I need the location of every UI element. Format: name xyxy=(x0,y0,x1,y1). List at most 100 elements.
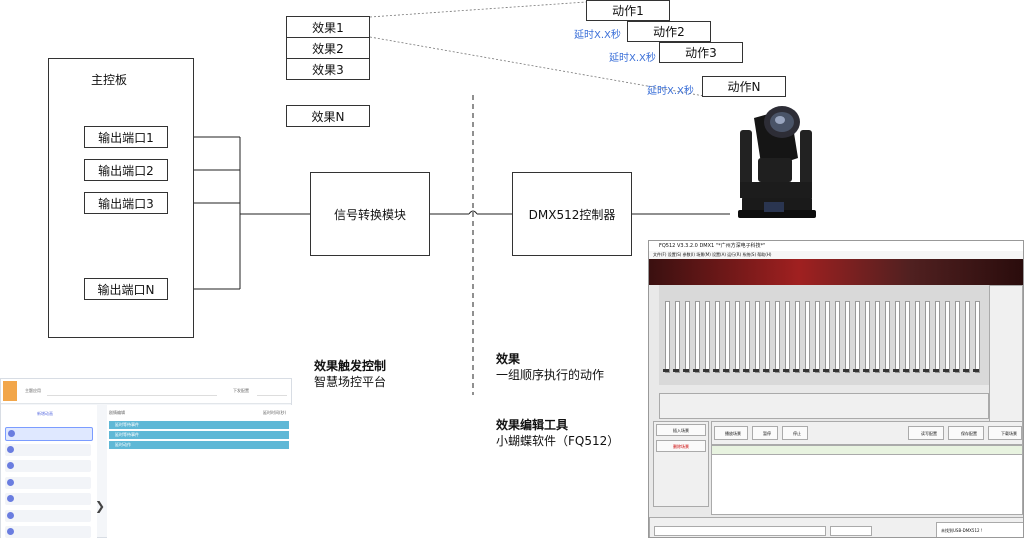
channel-fader[interactable] xyxy=(835,301,840,373)
channel-fader[interactable] xyxy=(915,301,920,373)
fader-knob[interactable] xyxy=(923,369,929,372)
main-board-title: 主控板 xyxy=(91,73,128,87)
channel-fader[interactable] xyxy=(675,301,680,373)
fader-knob[interactable] xyxy=(973,369,979,372)
nav-arrow-icon[interactable]: ❯ xyxy=(95,499,106,513)
fader-knob[interactable] xyxy=(843,369,849,372)
step-item[interactable] xyxy=(5,427,93,441)
channel-fader[interactable] xyxy=(795,301,800,373)
channel-fader[interactable] xyxy=(875,301,880,373)
channel-fader[interactable] xyxy=(865,301,870,373)
channel-fader[interactable] xyxy=(975,301,980,373)
effect-3: 效果3 xyxy=(286,58,370,80)
fader-knob[interactable] xyxy=(813,369,819,372)
channel-fader[interactable] xyxy=(885,301,890,373)
channel-fader[interactable] xyxy=(785,301,790,373)
fader-knob[interactable] xyxy=(713,369,719,372)
fader-knob[interactable] xyxy=(673,369,679,372)
insert-scene-button[interactable]: 插入场景 xyxy=(656,424,706,436)
play-scene-button[interactable]: 播放场景 xyxy=(714,426,748,440)
moving-head-light-image xyxy=(738,106,816,218)
channel-fader[interactable] xyxy=(825,301,830,373)
fader-knob[interactable] xyxy=(833,369,839,372)
channel-fader[interactable] xyxy=(905,301,910,373)
channel-fader[interactable] xyxy=(735,301,740,373)
fader-knob[interactable] xyxy=(763,369,769,372)
channel-fader[interactable] xyxy=(725,301,730,373)
output-port-label: 输出端口1 xyxy=(98,130,154,145)
channel-fader[interactable] xyxy=(805,301,810,373)
fader-knob[interactable] xyxy=(953,369,959,372)
fader-knob[interactable] xyxy=(793,369,799,372)
channel-fader[interactable] xyxy=(845,301,850,373)
channel-fader[interactable] xyxy=(815,301,820,373)
channel-fader[interactable] xyxy=(955,301,960,373)
step-item[interactable] xyxy=(5,510,91,522)
fader-knob[interactable] xyxy=(773,369,779,372)
channel-fader[interactable] xyxy=(935,301,940,373)
top-right-input[interactable] xyxy=(257,386,287,396)
step-item[interactable] xyxy=(5,493,91,505)
fader-knob[interactable] xyxy=(733,369,739,372)
step-item[interactable] xyxy=(5,477,91,489)
channel-fader[interactable] xyxy=(925,301,930,373)
dmx512-controller: DMX512控制器 xyxy=(512,172,632,256)
download-scene-button[interactable]: 下载场景 xyxy=(988,426,1022,440)
fader-knob[interactable] xyxy=(883,369,889,372)
channel-fader[interactable] xyxy=(775,301,780,373)
event-row[interactable]: 延时等待事件 xyxy=(109,421,289,429)
channel-fader[interactable] xyxy=(715,301,720,373)
fader-knob[interactable] xyxy=(743,369,749,372)
event-row[interactable]: 延时动作 xyxy=(109,441,289,449)
stop-button[interactable]: 停止 xyxy=(782,426,808,440)
fader-knob[interactable] xyxy=(753,369,759,372)
fader-knob[interactable] xyxy=(903,369,909,372)
list-header: 剧情编辑 xyxy=(109,410,125,415)
step-item[interactable] xyxy=(5,444,91,456)
channel-fader[interactable] xyxy=(685,301,690,373)
fader-knob[interactable] xyxy=(803,369,809,372)
delete-scene-button[interactable]: 删除场景 xyxy=(656,440,706,452)
status-input[interactable] xyxy=(830,526,872,536)
fader-knob[interactable] xyxy=(663,369,669,372)
fq512-menu-bar[interactable]: 文件(F) 设置(S) 参数(I) 场景(M) 设置(A) 运行(R) 系统(S… xyxy=(649,251,1023,259)
fader-knob[interactable] xyxy=(893,369,899,372)
fader-knob[interactable] xyxy=(963,369,969,372)
channel-fader[interactable] xyxy=(695,301,700,373)
fader-knob[interactable] xyxy=(913,369,919,372)
fader-knob[interactable] xyxy=(783,369,789,372)
channel-fader[interactable] xyxy=(705,301,710,373)
channel-fader[interactable] xyxy=(745,301,750,373)
fq512-scene-grid[interactable] xyxy=(711,445,1023,515)
fader-knob[interactable] xyxy=(723,369,729,372)
fader-knob[interactable] xyxy=(873,369,879,372)
action-2: 动作2 xyxy=(627,21,711,42)
event-row[interactable]: 延时等待事件 xyxy=(109,431,289,439)
channel-fader[interactable] xyxy=(765,301,770,373)
fader-knob[interactable] xyxy=(703,369,709,372)
read-config-button[interactable]: 读写配置 xyxy=(908,426,944,440)
fader-knob[interactable] xyxy=(863,369,869,372)
action-label: 动作N xyxy=(727,80,761,94)
step-item[interactable] xyxy=(5,526,91,538)
signal-converter-module: 信号转换模块 xyxy=(310,172,430,256)
top-right-label[interactable]: 下发配置 xyxy=(233,388,249,393)
fader-knob[interactable] xyxy=(823,369,829,372)
channel-fader[interactable] xyxy=(895,301,900,373)
fq512-fader-bank xyxy=(659,285,989,385)
save-config-button[interactable]: 保存配置 xyxy=(948,426,984,440)
fader-knob[interactable] xyxy=(943,369,949,372)
channel-fader[interactable] xyxy=(855,301,860,373)
fader-knob[interactable] xyxy=(853,369,859,372)
pause-button[interactable]: 暂停 xyxy=(752,426,778,440)
theme-input[interactable] xyxy=(47,386,217,396)
fader-knob[interactable] xyxy=(693,369,699,372)
fader-knob[interactable] xyxy=(933,369,939,372)
channel-fader[interactable] xyxy=(945,301,950,373)
channel-fader[interactable] xyxy=(755,301,760,373)
step-item[interactable] xyxy=(5,460,91,472)
channel-fader[interactable] xyxy=(665,301,670,373)
channel-fader[interactable] xyxy=(965,301,970,373)
status-input[interactable] xyxy=(654,526,826,536)
fader-knob[interactable] xyxy=(683,369,689,372)
